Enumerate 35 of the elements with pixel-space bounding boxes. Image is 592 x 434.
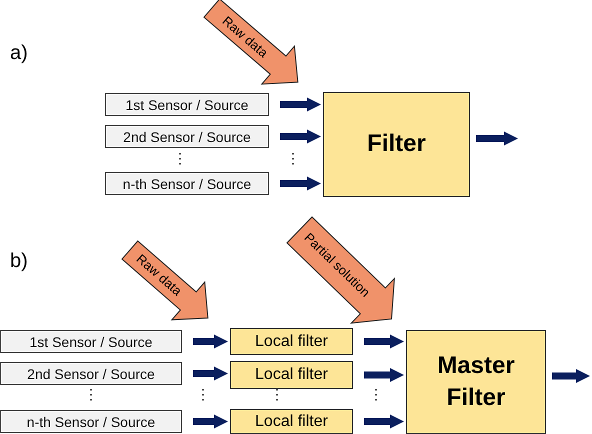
- panel-label: a): [10, 42, 28, 65]
- arrow: [552, 369, 590, 383]
- ellipsis: ⋮: [369, 386, 383, 402]
- arrow: [364, 368, 404, 382]
- arrow: [280, 98, 321, 112]
- ellipsis: ⋮: [196, 386, 210, 402]
- panel-label: b): [10, 250, 28, 273]
- arrow: [193, 414, 228, 428]
- filter-box: Filter: [323, 92, 470, 197]
- ellipsis: ⋮: [173, 150, 187, 166]
- arrow: [364, 334, 404, 348]
- source-box: 2nd Sensor / Source: [0, 362, 182, 385]
- ellipsis: ⋮: [84, 386, 98, 402]
- source-box: 2nd Sensor / Source: [105, 125, 269, 148]
- block-arrow: [121, 240, 209, 321]
- filter-box: Local filter: [230, 328, 353, 355]
- source-box: n-th Sensor / Source: [0, 410, 182, 433]
- filter-box: Local filter: [230, 409, 353, 434]
- arrow: [280, 176, 321, 190]
- ellipsis: ⋮: [286, 150, 300, 166]
- arrow: [193, 334, 228, 348]
- arrow: [364, 414, 404, 428]
- filter-box: Master Filter: [406, 330, 546, 434]
- ellipsis: ⋮: [270, 386, 284, 402]
- arrow-label: Raw data: [132, 250, 186, 301]
- arrow: [280, 130, 321, 144]
- arrow-label: Raw data: [218, 12, 272, 62]
- block-arrow: [203, 0, 299, 85]
- arrow: [476, 132, 518, 146]
- block-arrow: [286, 216, 396, 324]
- source-box: 1st Sensor / Source: [0, 330, 182, 353]
- source-box: 1st Sensor / Source: [105, 93, 269, 116]
- arrow: [193, 366, 228, 380]
- source-box: n-th Sensor / Source: [105, 172, 269, 195]
- filter-box: Local filter: [230, 361, 353, 389]
